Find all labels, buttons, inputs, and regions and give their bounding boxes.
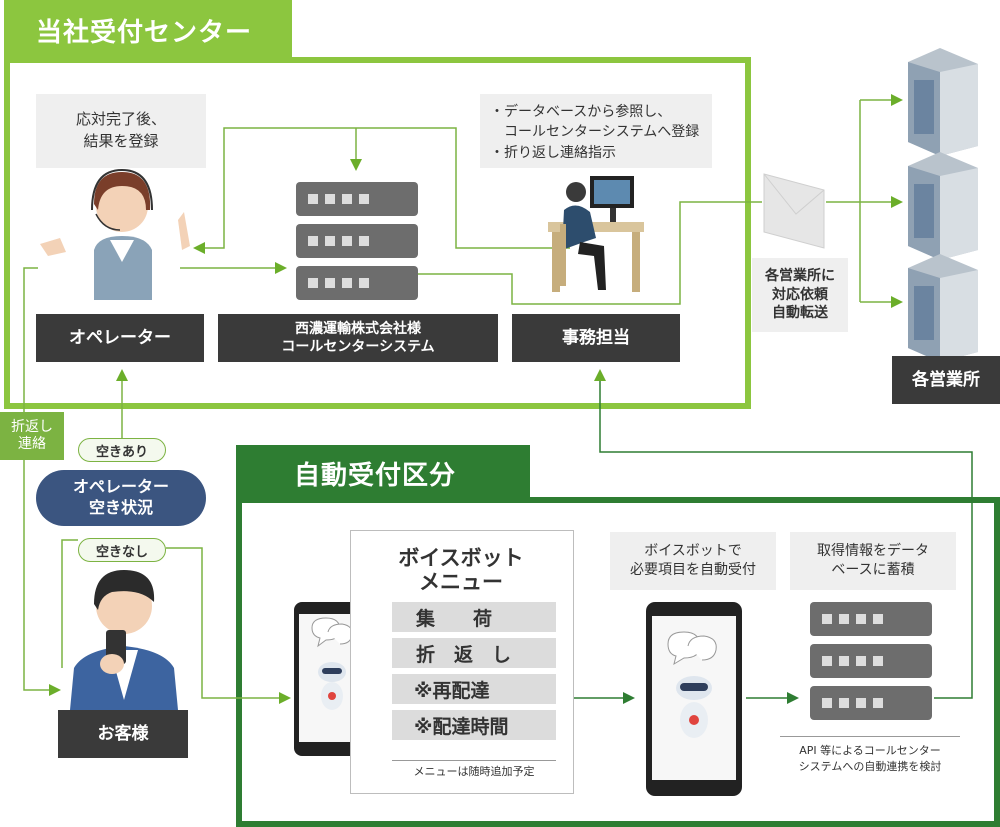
company-section-title: 当社受付センター (36, 17, 253, 48)
operator-note-line1: 応対完了後、 (75, 110, 166, 129)
status-title-line2: 空き状況 (88, 498, 153, 517)
auto-accept-line1: ボイスボットで (644, 543, 742, 560)
menu-item-pickup: 集 荷 (392, 602, 556, 632)
callback-line2: 連絡 (18, 436, 46, 452)
operator-label: オペレーター (36, 314, 204, 362)
menu-item-redelivery: ※再配達 (392, 674, 556, 704)
menu-item-delivery-time: ※配達時間 (392, 710, 556, 740)
office-worker-note-line2: コールセンターシステムへ登録 (490, 124, 700, 141)
office-worker-label-text: 事務担当 (562, 327, 630, 348)
operator-label-text: オペレーター (69, 327, 171, 348)
available-pill: 空きあり (78, 438, 166, 462)
server-icon-2 (810, 602, 932, 720)
menu-item-callback: 折 返 し (392, 638, 556, 668)
office-worker-note-line3: ・折り返し連絡指示 (490, 144, 616, 161)
company-section-tab: 当社受付センター (4, 0, 292, 60)
building-icon (908, 48, 978, 156)
customer-label-text: お客様 (97, 723, 149, 744)
menu-title-line2: メニュー (419, 570, 503, 594)
forward-line3: 自動転送 (772, 305, 828, 322)
robot-icon (676, 676, 712, 738)
branches-label-text: 各営業所 (912, 369, 980, 390)
db-store-note: 取得情報をデータ ベースに蓄積 (790, 532, 956, 590)
forward-line2: 対応依頼 (772, 286, 828, 303)
forward-note: 各営業所に 対応依頼 自動転送 (752, 258, 848, 332)
callcenter-label: 西濃運輸株式会社様 コールセンターシステム (218, 314, 498, 362)
building-icon (908, 254, 978, 362)
callback-tag: 折返し 連絡 (0, 412, 64, 460)
callcenter-label-line2: コールセンターシステム (281, 339, 435, 355)
menu-title-line1: ボイスボット (398, 545, 524, 570)
office-worker-label: 事務担当 (512, 314, 680, 362)
operator-status-pill: オペレーター 空き状況 (36, 470, 206, 526)
forward-line1: 各営業所に (765, 267, 835, 284)
unavailable-pill: 空きなし (78, 538, 166, 562)
auto-section-title: 自動受付区分 (294, 460, 457, 491)
customer-label: お客様 (58, 710, 188, 758)
operator-note: 応対完了後、 結果を登録 (36, 94, 206, 168)
available-text: 空きあり (95, 444, 148, 460)
building-icon (908, 152, 978, 260)
operator-note-line2: 結果を登録 (83, 132, 159, 150)
branches-label: 各営業所 (892, 356, 1000, 404)
menu-note: メニューは随時追加予定 (392, 760, 556, 781)
server-icon (296, 182, 418, 300)
robot-icon (318, 662, 346, 710)
office-worker-note: ・データベースから参照し、 コールセンターシステムへ登録 ・折り返し連絡指示 (480, 94, 712, 168)
db-store-line2: ベースに蓄積 (831, 562, 915, 578)
auto-section-frame (236, 497, 1000, 827)
db-api-note-line2: システムへの自動連携を検討 (798, 760, 942, 773)
office-worker-note-line1: ・データベースから参照し、 (490, 104, 672, 120)
status-title-line1: オペレーター (72, 477, 169, 497)
auto-section-tab: 自動受付区分 (236, 445, 530, 501)
db-store-line1: 取得情報をデータ (817, 543, 929, 560)
auto-accept-note: ボイスボットで 必要項目を自動受付 (610, 532, 776, 590)
unavailable-text: 空きなし (95, 544, 148, 560)
auto-accept-line2: 必要項目を自動受付 (630, 562, 756, 578)
db-api-note: API 等によるコールセンター システムへの自動連携を検討 (780, 736, 960, 781)
callcenter-label-line1: 西濃運輸株式会社様 (295, 320, 421, 337)
callback-line1: 折返し (11, 418, 53, 435)
db-api-note-line1: API 等によるコールセンター (799, 743, 941, 757)
voicebot-menu-title: ボイスボット メニュー (350, 544, 572, 596)
company-section-frame (4, 57, 751, 409)
